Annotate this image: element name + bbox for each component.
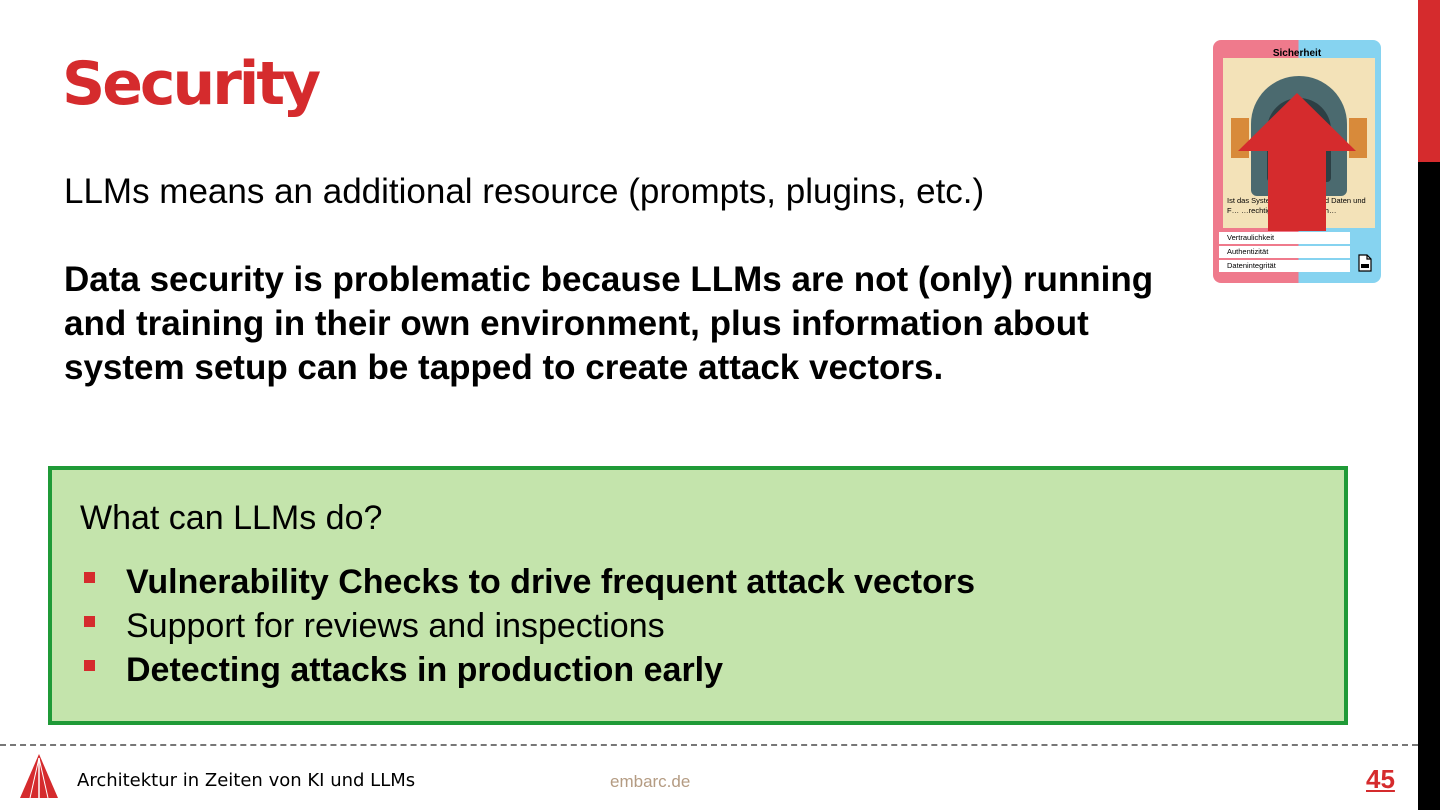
capabilities-list: Vulnerability Checks to drive frequent a… [80,560,975,692]
footer-divider [0,744,1418,746]
intro-line: LLMs means an additional resource (promp… [64,172,985,211]
side-accent-black [1418,162,1440,810]
card-field-2: Authentizität [1219,246,1350,258]
bold-paragraph: Data security is problematic because LLM… [64,260,1154,387]
list-item: Detecting attacks in production early [80,648,975,692]
list-item: Vulnerability Checks to drive frequent a… [80,560,975,604]
slide-title: Security [62,49,321,119]
box-heading: What can LLMs do? [80,499,383,537]
up-arrow-icon [1238,93,1356,231]
list-item: Support for reviews and inspections [80,604,975,648]
embarc-logo-icon [20,754,58,799]
card-field-1: Vertraulichkeit [1219,232,1350,244]
page-number[interactable]: 45 [1366,764,1395,794]
card-title: Sicherheit [1272,48,1322,59]
footer-presentation-title: Architektur in Zeiten von KI und LLMs [77,770,416,791]
side-accent-red [1418,0,1440,162]
llm-capabilities-box: What can LLMs do? Vulnerability Checks t… [48,466,1348,725]
card-field-3: Datenintegrität [1219,260,1350,272]
document-icon [1358,254,1372,272]
footer-website-link[interactable]: embarc.de [610,772,691,791]
